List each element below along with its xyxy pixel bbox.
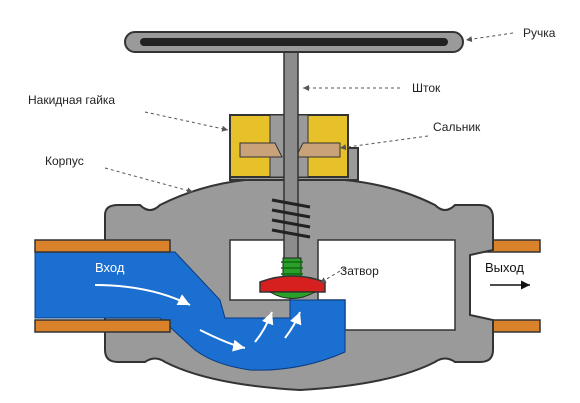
label-outlet: Выход	[485, 260, 524, 275]
label-handle: Ручка	[523, 26, 556, 40]
leader-gate	[319, 267, 346, 284]
leader-handle	[465, 32, 514, 43]
water-flow	[34, 251, 346, 371]
label-inlet: Вход	[95, 260, 125, 275]
label-packing: Сальник	[433, 120, 481, 134]
valve-gate	[259, 257, 326, 299]
label-gland-nut: Накидная гайка	[28, 93, 115, 107]
label-body: Корпус	[45, 154, 84, 168]
label-stem: Шток	[412, 81, 441, 95]
packing	[239, 142, 341, 158]
stem-thread	[271, 198, 311, 239]
leader-packing	[339, 135, 429, 151]
leader-gland-nut	[144, 111, 229, 132]
handle	[124, 31, 464, 53]
leader-body	[104, 167, 194, 194]
valve-stem	[283, 49, 299, 276]
label-gate: Затвор	[340, 264, 379, 278]
inlet-pipe	[34, 239, 171, 333]
flow-arrow-icon	[94, 284, 302, 352]
